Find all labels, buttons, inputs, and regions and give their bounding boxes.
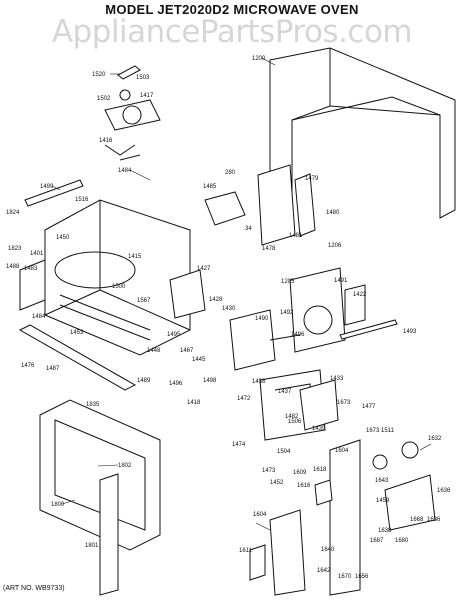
callout: 1422 xyxy=(353,292,367,298)
callout: 1801 xyxy=(85,543,99,549)
callout: 1504 xyxy=(277,449,291,455)
callout: 1496 xyxy=(291,332,305,338)
callout: 1493 xyxy=(403,329,417,335)
callout: 1445 xyxy=(192,357,206,363)
callout: 1516 xyxy=(75,197,89,203)
callout-labels: 1200 1520 1503 1502 1417 1416 1484 1499 … xyxy=(6,56,451,580)
callout: 1511 xyxy=(381,428,395,434)
callout: 1640 xyxy=(321,547,335,553)
callout: 1636 xyxy=(437,488,451,494)
callout: 1502 xyxy=(97,96,111,102)
callout: 280 xyxy=(225,170,236,176)
lower-right-parts xyxy=(249,369,436,596)
callout: 1206 xyxy=(328,243,342,249)
callout: 1205 xyxy=(281,279,295,285)
callout: 1491 xyxy=(334,278,348,284)
callout: 1642 xyxy=(317,568,331,574)
callout: 1476 xyxy=(21,363,35,369)
callout: 1438 xyxy=(252,379,266,385)
callout: 1480 xyxy=(326,210,340,216)
callout: 1673 xyxy=(366,428,380,434)
callout: 1668 xyxy=(410,517,424,523)
callout: 1670 xyxy=(338,574,352,580)
bottom-strip xyxy=(18,324,137,391)
callout: 1478 xyxy=(262,246,276,252)
stirrer-parts xyxy=(104,65,161,161)
callout: 1448 xyxy=(147,348,161,354)
callout: 1485 xyxy=(203,184,217,190)
callout: 1500 xyxy=(112,284,126,290)
art-number: (ART NO. WB9733) xyxy=(3,585,65,592)
callout: 1567 xyxy=(137,298,151,304)
callout: 1452 xyxy=(270,480,284,486)
callout: 1415 xyxy=(128,254,142,260)
callout: 1673 xyxy=(337,400,351,406)
callout: 1467 xyxy=(180,348,194,354)
callout: 1520 xyxy=(92,72,106,78)
callout: 1200 xyxy=(252,56,266,62)
callout: 1474 xyxy=(232,442,246,448)
callout: 1611 xyxy=(239,548,253,554)
callout: 1479 xyxy=(305,176,319,182)
oven-cavity xyxy=(19,179,191,356)
callout: 1483 xyxy=(24,266,38,272)
callout: 1488 xyxy=(6,264,20,270)
callout: 1428 xyxy=(209,297,223,303)
callout: 1609 xyxy=(293,470,307,476)
callout: 1489 xyxy=(137,378,151,384)
callout: 1498 xyxy=(203,378,217,384)
callout: 1481 xyxy=(289,233,303,239)
callout: 1427 xyxy=(197,266,211,272)
callout: 1632 xyxy=(428,436,442,442)
callout: 1506 xyxy=(288,419,302,425)
callout: 1802 xyxy=(118,463,132,469)
callout: 1499 xyxy=(40,184,54,190)
callout: 1430 xyxy=(222,306,236,312)
callout: 1473 xyxy=(262,468,276,474)
callout: 1503 xyxy=(136,75,150,81)
callout: 1492 xyxy=(280,310,294,316)
callout: 1418 xyxy=(187,400,201,406)
diagram-title: MODEL JET2020D2 MICROWAVE OVEN xyxy=(105,2,359,17)
callout: 1604 xyxy=(335,448,349,454)
callout: 1416 xyxy=(99,138,113,144)
callout: 34 xyxy=(245,226,252,232)
callout: 1496 xyxy=(169,381,183,387)
door-assembly xyxy=(39,399,161,596)
callout: 1616 xyxy=(297,483,311,489)
callout: 1835 xyxy=(86,402,100,408)
callout: 1482 xyxy=(285,414,299,420)
callout: 1618 xyxy=(313,467,327,473)
callout: 1495 xyxy=(167,332,181,338)
callout: 1638 xyxy=(378,528,392,534)
control-parts xyxy=(169,164,398,371)
callout: 1459 xyxy=(376,498,390,504)
callout: 1823 xyxy=(8,246,22,252)
watermark: AppliancePartsPros.com xyxy=(51,14,413,50)
callout: 1687 xyxy=(370,538,384,544)
callout: 1450 xyxy=(56,235,70,241)
callout: 1656 xyxy=(355,574,369,580)
callout: 1490 xyxy=(255,316,269,322)
callout: 1453 xyxy=(70,330,84,336)
callout: 1472 xyxy=(237,396,251,402)
callout: 1643 xyxy=(375,478,389,484)
callout: 1800 xyxy=(51,502,65,508)
callout: 1417 xyxy=(140,93,154,99)
callout: 1439 xyxy=(312,426,326,432)
callout: 1437 xyxy=(278,389,292,395)
callout: 1484 xyxy=(118,168,132,174)
callout: 1401 xyxy=(30,251,44,257)
callout: 1487 xyxy=(46,366,60,372)
callout: 1484 xyxy=(32,314,46,320)
callout: 1824 xyxy=(6,210,20,216)
callout: 1477 xyxy=(362,404,376,410)
leader-lines xyxy=(51,57,432,531)
callout: 1433 xyxy=(330,376,344,382)
callout: 1604 xyxy=(253,512,267,518)
callout: 1680 xyxy=(395,538,409,544)
callout: 1636 xyxy=(427,517,441,523)
